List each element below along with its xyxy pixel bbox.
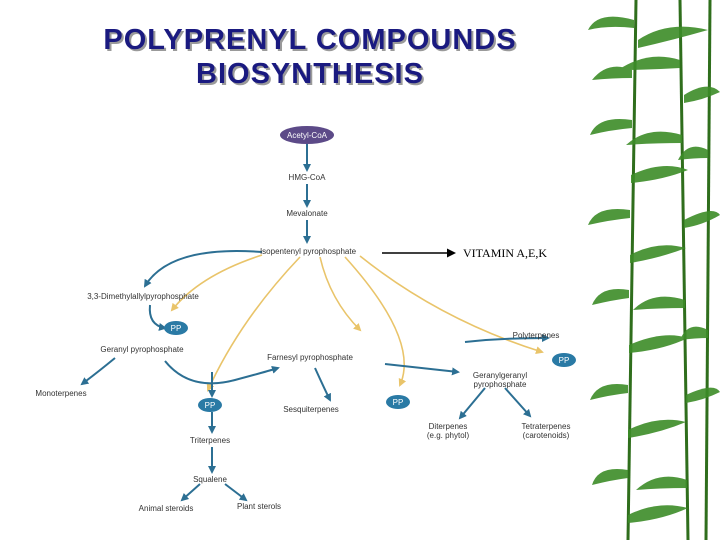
bamboo-decoration xyxy=(588,0,720,540)
pp-badge-2-label: PP xyxy=(205,401,216,410)
title-line-2: BIOSYNTHESIS xyxy=(196,58,424,90)
geranyl-pp-label: Geranyl pyrophosphate xyxy=(100,345,184,354)
pp-badge-1 xyxy=(164,321,188,335)
acetyl-coa-label: Acetyl-CoA xyxy=(287,131,328,140)
ipp-branch-arrows xyxy=(170,254,544,392)
title-line-1: POLYPRENYL COMPOUNDS xyxy=(103,24,517,56)
pp-badge-4-label: PP xyxy=(559,356,570,365)
tetraterpenes-label-line2: (carotenoids) xyxy=(523,431,570,440)
acetyl-coa-oval xyxy=(280,126,334,144)
sesquiterpenes-label: Sesquiterpenes xyxy=(283,405,339,414)
diterpenes-label-line2: (e.g. phytol) xyxy=(427,431,470,440)
ggpp-label-line1: Geranylgeranyl xyxy=(473,371,527,380)
polyterpenes-label: Polyterpenes xyxy=(513,331,560,340)
dmapp-label: 3,3-Dimethylallylpyrophosphate xyxy=(87,292,199,301)
vitamin-label: VITAMIN A,E,K xyxy=(463,246,547,260)
pathway-arrows xyxy=(80,250,550,502)
animal-steroids-label: Animal steroids xyxy=(139,504,194,513)
pp-badge-2 xyxy=(198,398,222,412)
pp-badge-4 xyxy=(552,353,576,367)
triterpenes-label: Triterpenes xyxy=(190,436,230,445)
pp-badge-1-label: PP xyxy=(171,324,182,333)
ggpp-label-line2: pyrophosphate xyxy=(474,380,527,389)
ipp-label: Isopentenyl pyrophosphate xyxy=(260,247,357,256)
pp-badge-3-label: PP xyxy=(393,398,404,407)
tetraterpenes-label-line1: Tetraterpenes xyxy=(522,422,571,431)
diterpenes-label-line1: Diterpenes xyxy=(429,422,468,431)
mevalonate-label: Mevalonate xyxy=(286,209,328,218)
monoterpenes-label: Monoterpenes xyxy=(35,389,86,398)
hmg-coa-label: HMG-CoA xyxy=(289,173,327,182)
squalene-label: Squalene xyxy=(193,475,227,484)
pp-badge-3 xyxy=(386,395,410,409)
plant-sterols-label: Plant sterols xyxy=(237,502,281,511)
farnesyl-pp-label: Farnesyl pyrophosphate xyxy=(267,353,353,362)
